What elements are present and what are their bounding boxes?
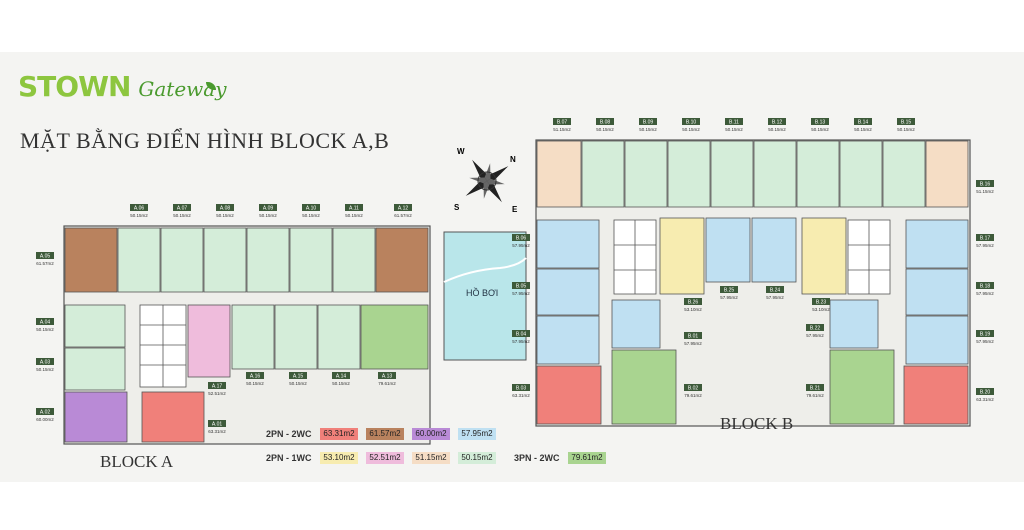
plan-sheet [0,52,1024,482]
legend-chip: 63.31m2 [320,428,358,440]
compass-e: E [512,205,518,214]
legend-chip: 52.51m2 [366,452,404,464]
legend-chip: 53.10m2 [320,452,358,464]
compass-s: S [454,203,460,212]
leaf-icon [206,82,216,90]
brand-name: STOWN [18,70,131,103]
brand-logo: STOWN Gateway [18,70,227,106]
legend-chip: 61.57m2 [366,428,404,440]
compass-rose-icon: W N S E [454,147,518,214]
legend-chip: 50.15m2 [458,452,496,464]
legend-chip: 57.95m2 [458,428,496,440]
block-a-label: BLOCK A [100,452,174,471]
legend-chip: 79.61m2 [568,452,606,464]
page-title: MẶT BẰNG ĐIỂN HÌNH BLOCK A,B [20,128,390,153]
legend-row-2pn-1wc: 2PN - 1WC 53.10m2 52.51m2 51.15m2 50.15m… [266,452,504,464]
legend-chip: 60.00m2 [412,428,450,440]
compass-n: N [510,155,516,164]
legend-row-3pn-2wc: 3PN - 2WC 79.61m2 [514,452,614,464]
legend-key: 2PN - 1WC [266,453,312,463]
legend-key: 3PN - 2WC [514,453,560,463]
compass-w: W [457,147,465,156]
legend-chip: 51.15m2 [412,452,450,464]
block-b-label: BLOCK B [720,414,794,433]
legend-row-2pn-2wc: 2PN - 2WC 63.31m2 61.57m2 60.00m2 57.95m… [266,428,504,440]
legend-key: 2PN - 2WC [266,429,312,439]
